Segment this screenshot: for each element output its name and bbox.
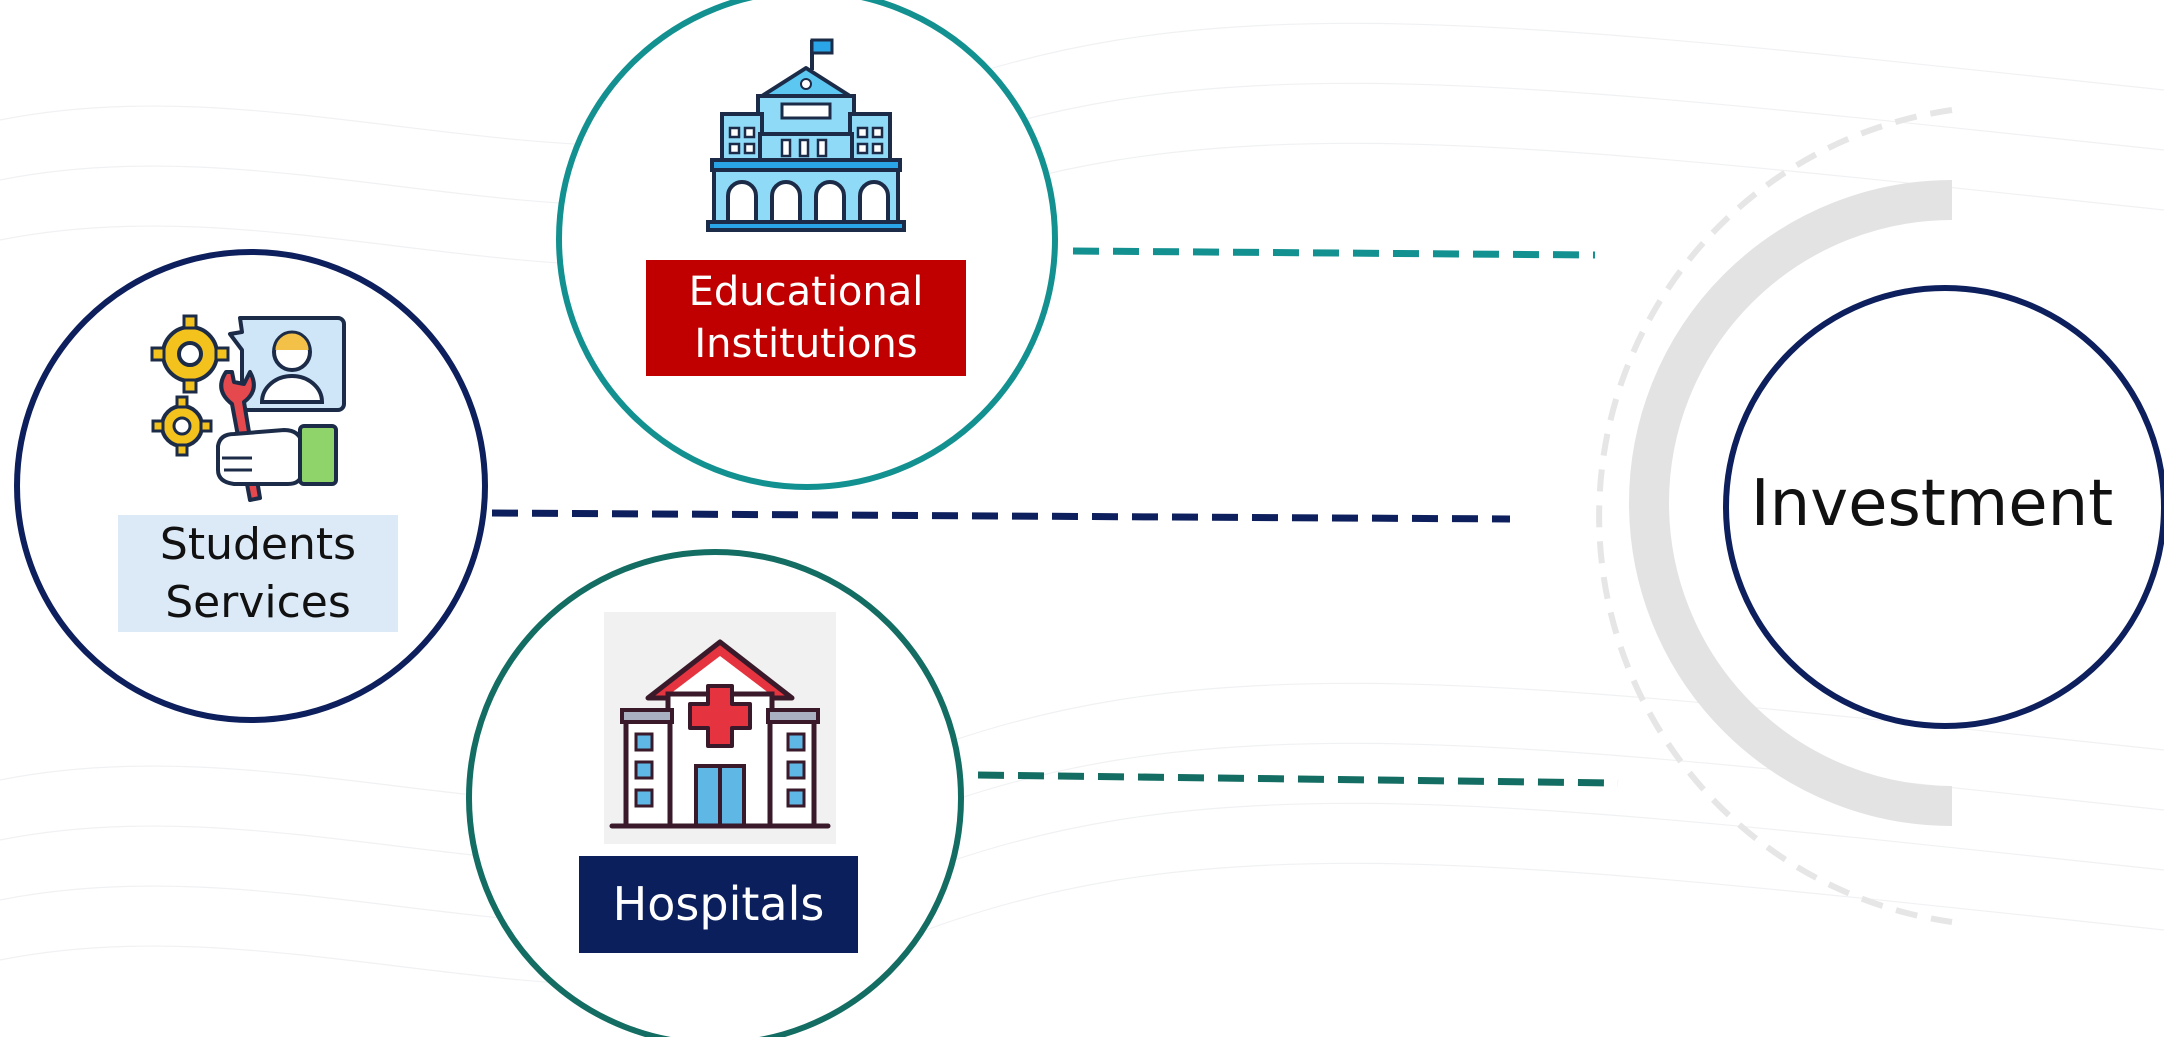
educational-institutions-label: Educational Institutions xyxy=(646,260,966,376)
hospital-icon xyxy=(604,612,836,844)
investment-node-circle xyxy=(1723,285,2164,729)
inner-gray-arc xyxy=(1629,180,1953,826)
school-building-icon xyxy=(706,38,906,232)
outer-dashed-arc xyxy=(1596,107,1953,925)
connector-hospitals xyxy=(977,771,1619,787)
connector-educational xyxy=(1072,247,1596,259)
students-services-label: Students Services xyxy=(118,515,398,632)
hospitals-label: Hospitals xyxy=(579,856,858,953)
connector-students xyxy=(491,509,1511,523)
investment-label: Investment xyxy=(1750,467,2114,542)
support-services-icon xyxy=(150,314,346,502)
